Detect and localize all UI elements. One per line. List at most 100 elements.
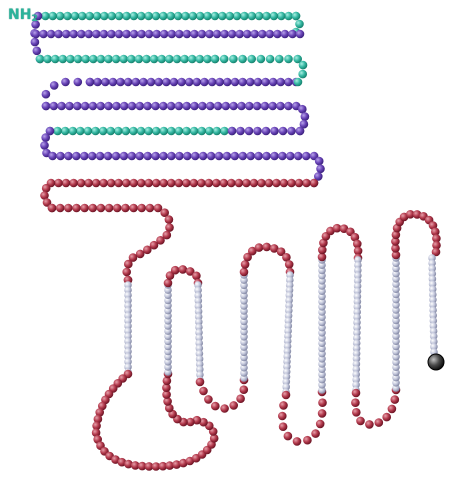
teal-residue-bead — [99, 127, 108, 136]
teal-residue-bead — [189, 12, 198, 21]
teal-residue-bead — [257, 55, 266, 64]
purple-residue-bead — [301, 112, 310, 121]
teal-residue-bead — [190, 127, 199, 136]
teal-residue-bead — [36, 55, 45, 64]
loop-residue-bead — [388, 405, 397, 414]
purple-residue-bead — [278, 152, 287, 161]
loop-residue-bead — [220, 404, 229, 413]
loop-residue-bead — [204, 395, 213, 404]
purple-residue-bead — [104, 102, 113, 111]
purple-residue-bead — [250, 30, 259, 39]
purple-residue-bead — [237, 102, 246, 111]
teal-residue-bead — [240, 12, 249, 21]
purple-residue-bead — [193, 78, 202, 87]
purple-residue-bead — [62, 30, 71, 39]
purple-residue-bead — [39, 30, 48, 39]
teal-residue-bead — [76, 127, 85, 136]
teal-residue-bead — [175, 127, 184, 136]
loop-residue-bead — [352, 408, 361, 417]
loop-residue-bead — [179, 265, 188, 274]
purple-residue-bead — [120, 152, 129, 161]
purple-residue-bead — [220, 30, 229, 39]
loop-residue-bead — [240, 385, 249, 394]
purple-residue-bead — [122, 30, 131, 39]
purple-residue-bead — [136, 102, 145, 111]
loop-residue-bead — [77, 179, 86, 188]
purple-residue-bead — [200, 78, 209, 87]
purple-residue-bead — [50, 102, 59, 111]
purple-residue-bead — [207, 152, 216, 161]
loop-residue-bead — [122, 268, 131, 277]
teal-residue-bead — [74, 55, 83, 64]
teal-residue-bead — [220, 55, 229, 64]
purple-residue-bead — [269, 78, 278, 87]
purple-residue-bead — [238, 78, 247, 87]
loop-residue-bead — [64, 204, 73, 213]
purple-residue-bead — [104, 152, 113, 161]
purple-residue-bead — [135, 152, 144, 161]
teal-residue-bead — [275, 55, 284, 64]
teal-residue-bead — [266, 55, 275, 64]
loop-residue-bead — [241, 260, 250, 269]
teal-residue-bead — [292, 12, 301, 21]
loop-residue-bead — [165, 223, 174, 232]
loop-residue-bead — [318, 398, 327, 407]
teal-residue-bead — [180, 55, 189, 64]
purple-residue-bead — [253, 127, 262, 136]
loop-residue-bead — [235, 179, 244, 188]
purple-residue-bead — [243, 30, 252, 39]
purple-residue-bead — [287, 127, 296, 136]
loop-residue-bead — [167, 179, 176, 188]
purple-residue-bead — [162, 78, 171, 87]
loop-residue-bead — [114, 179, 123, 188]
loop-residue-bead — [99, 179, 108, 188]
teal-residue-bead — [160, 127, 169, 136]
teal-residue-bead — [144, 12, 153, 21]
loop-residue-bead — [146, 204, 155, 213]
purple-residue-bead — [185, 78, 194, 87]
loop-residue-bead — [121, 204, 130, 213]
purple-residue-bead — [254, 78, 263, 87]
loop-residue-bead — [129, 204, 138, 213]
loop-residue-bead — [182, 179, 191, 188]
loop-residue-bead — [352, 389, 361, 398]
purple-residue-bead — [223, 78, 232, 87]
loop-residue-bead — [48, 204, 57, 213]
purple-residue-bead — [33, 47, 42, 56]
teal-residue-bead — [229, 55, 238, 64]
purple-residue-bead — [96, 102, 105, 111]
teal-residue-bead — [157, 55, 166, 64]
loop-residue-bead — [279, 422, 288, 431]
purple-residue-bead — [199, 152, 208, 161]
loop-residue-bead — [382, 413, 391, 422]
teal-residue-bead — [66, 55, 75, 64]
purple-residue-bead — [254, 152, 263, 161]
loop-residue-bead — [282, 391, 291, 400]
purple-residue-bead — [302, 152, 311, 161]
purple-residue-bead — [167, 102, 176, 111]
teal-residue-bead — [144, 127, 153, 136]
purple-residue-bead — [86, 78, 95, 87]
purple-residue-bead — [159, 102, 168, 111]
purple-residue-bead — [296, 127, 305, 136]
teal-residue-bead — [225, 12, 234, 21]
loop-residue-bead — [197, 179, 206, 188]
loop-residue-bead — [257, 179, 266, 188]
loop-residue-bead — [137, 204, 146, 213]
purple-residue-bead — [40, 141, 49, 150]
purple-residue-bead — [48, 152, 57, 161]
purple-residue-bead — [42, 90, 51, 99]
purple-residue-bead — [182, 102, 191, 111]
purple-residue-bead — [262, 127, 271, 136]
loop-residue-bead — [365, 420, 374, 429]
loop-residue-bead — [105, 204, 114, 213]
loop-residue-bead — [171, 266, 180, 275]
purple-residue-bead — [120, 102, 129, 111]
teal-residue-bead — [106, 127, 115, 136]
loop-residue-bead — [97, 204, 106, 213]
loop-residue-bead — [220, 179, 229, 188]
loop-residue-bead — [124, 260, 133, 269]
loop-residue-bead — [175, 179, 184, 188]
teal-residue-bead — [59, 55, 68, 64]
purple-residue-bead — [296, 30, 305, 39]
